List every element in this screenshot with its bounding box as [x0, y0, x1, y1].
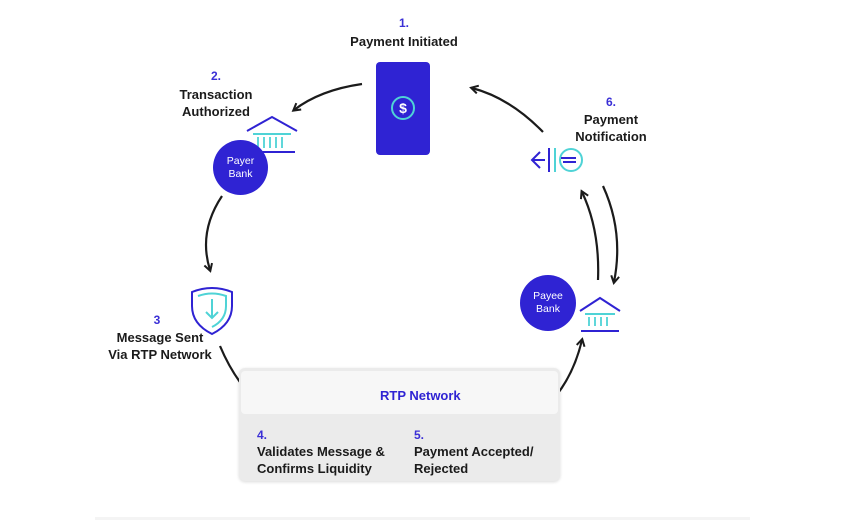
step-2-label-line2: Authorized: [182, 104, 250, 119]
payer-bank-icon: [246, 115, 298, 153]
step-5-label-line1: Payment Accepted/: [414, 444, 534, 459]
payer-bank-line2: Bank: [228, 167, 253, 180]
rtp-network-title: RTP Network: [380, 388, 461, 403]
step-2-label-line1: Transaction: [179, 87, 253, 102]
step-4-label-line2: Confirms Liquidity: [257, 461, 372, 476]
step-5-label-line2: Rejected: [414, 461, 469, 476]
step-4-label-line1: Validates Message &: [257, 444, 385, 459]
step-1-number: 1.: [398, 16, 409, 30]
step-3-label-line1: Message Sent: [116, 330, 204, 345]
step-1: 1. Payment Initiated: [340, 16, 468, 50]
footer-divider: [95, 517, 750, 520]
step-4-number: 4.: [257, 428, 268, 442]
payee-bank-circle: Payee Bank: [520, 275, 576, 331]
notification-arrow-icon: [530, 148, 583, 172]
step-6-number: 6.: [605, 95, 616, 109]
arrow-notification-to-payee: [601, 185, 617, 282]
step-4: 4. Validates Message & Confirms Liquidit…: [257, 428, 407, 477]
step-5-number: 5.: [414, 428, 425, 442]
payee-bank-line2: Bank: [536, 303, 560, 315]
arrow-payee-to-notification: [582, 192, 600, 281]
step-6-label-line1: Payment: [583, 112, 639, 127]
payee-bank-icon: [579, 296, 621, 332]
arrow-notification-to-phone: [472, 88, 544, 133]
shield-arrow-icon: [191, 287, 233, 336]
payer-bank-line1: Payer: [226, 154, 255, 167]
rtp-network-header: [241, 371, 558, 414]
step-3-label-line2: Via RTP Network: [108, 347, 212, 362]
rtp-network-box: [239, 368, 560, 481]
svg-text:$: $: [399, 100, 407, 116]
arrow-payer-to-shield: [206, 195, 223, 270]
step-1-label: Payment Initiated: [350, 34, 458, 49]
payee-bank-line1: Payee: [533, 290, 563, 302]
step-6-label-line2: Notification: [575, 129, 647, 144]
step-3: 3 Message Sent Via RTP Network: [100, 313, 220, 363]
step-2-number: 2.: [210, 69, 221, 83]
step-2: 2. Transaction Authorized: [168, 69, 264, 120]
payer-bank-circle: Payer Bank: [213, 140, 268, 195]
step-3-number: 3: [153, 313, 161, 327]
step-5: 5. Payment Accepted/ Rejected: [414, 428, 559, 477]
arrow-phone-to-payer: [294, 82, 363, 110]
phone-dollar-icon: $: [376, 62, 430, 155]
step-6: 6. Payment Notification: [565, 95, 657, 145]
